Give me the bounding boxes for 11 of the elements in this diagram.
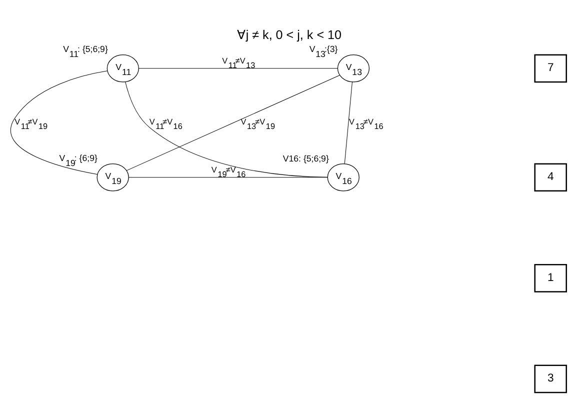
- label: 3: [547, 372, 554, 384]
- connector: [128, 176, 328, 178]
- connector: [126, 74, 340, 170]
- connector: [10, 70, 108, 174]
- label: 7: [547, 62, 554, 74]
- diagram-title: ∀j ≠ k, 0 < j, k < 10: [236, 28, 342, 42]
- label: 4: [547, 170, 554, 183]
- connector: [344, 81, 352, 164]
- label: 1: [547, 271, 554, 284]
- connector: [125, 81, 328, 177]
- node-label: V16: {5;6;9}: [282, 152, 329, 163]
